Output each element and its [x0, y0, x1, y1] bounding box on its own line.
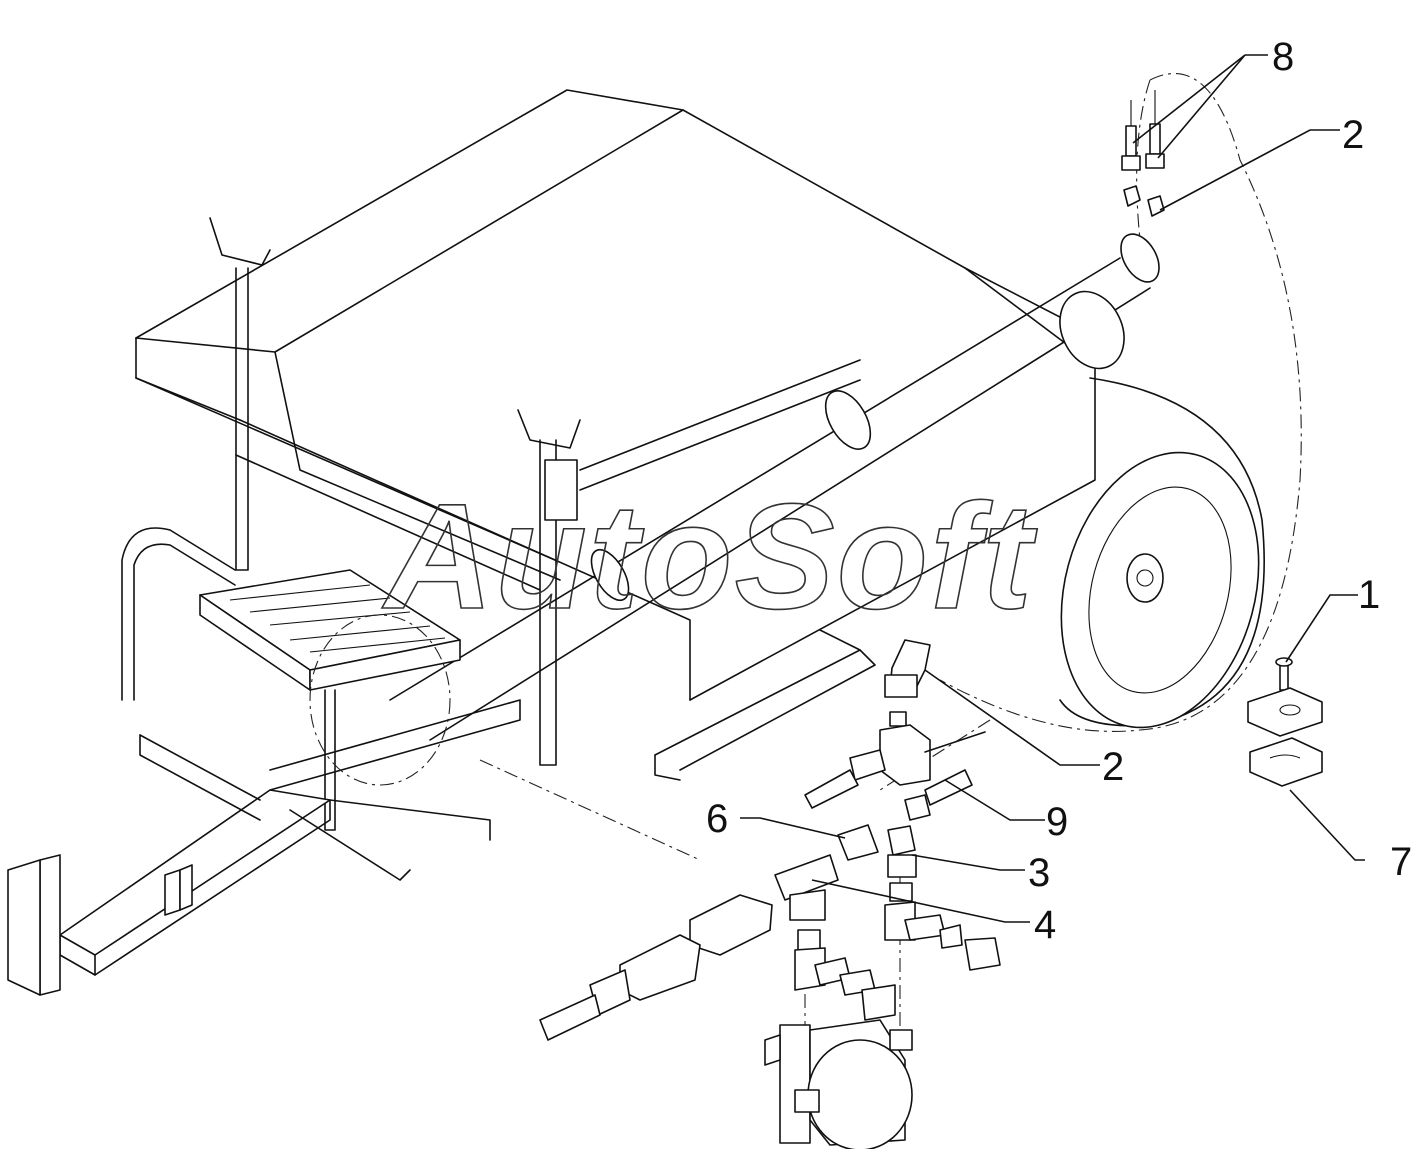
callout-9: 9 [1046, 800, 1068, 844]
wheel [1059, 377, 1265, 729]
elbow-fitting [884, 639, 931, 698]
frame-uprights [209, 217, 581, 766]
callout-7: 7 [1390, 840, 1412, 884]
bolts-and-nuts-top [1121, 90, 1165, 217]
clamp-assembly [1247, 657, 1323, 787]
watermark-text: AutoSoft [381, 472, 1038, 640]
callout-1: 1 [1358, 573, 1380, 617]
callout-3: 3 [1028, 851, 1050, 895]
callout-2-top: 2 [1342, 113, 1364, 157]
callout-4: 4 [1034, 903, 1056, 947]
callout-2-mid: 2 [1102, 745, 1124, 789]
callout-8: 8 [1272, 35, 1294, 79]
pump-housing [764, 1019, 913, 1149]
callout-leaders [740, 54, 1365, 923]
auger-tube [389, 233, 1160, 741]
valve-block [804, 711, 986, 821]
fender [121, 527, 236, 701]
fittings-cluster [774, 824, 1001, 1021]
drawbar-hitch [7, 734, 491, 996]
tray-platform [199, 569, 521, 831]
hose-fittings-left [539, 894, 773, 1041]
lower-skid [654, 629, 876, 781]
callout-labels: 8 2 1 2 9 6 3 4 7 [706, 35, 1412, 947]
callout-6: 6 [706, 797, 728, 841]
